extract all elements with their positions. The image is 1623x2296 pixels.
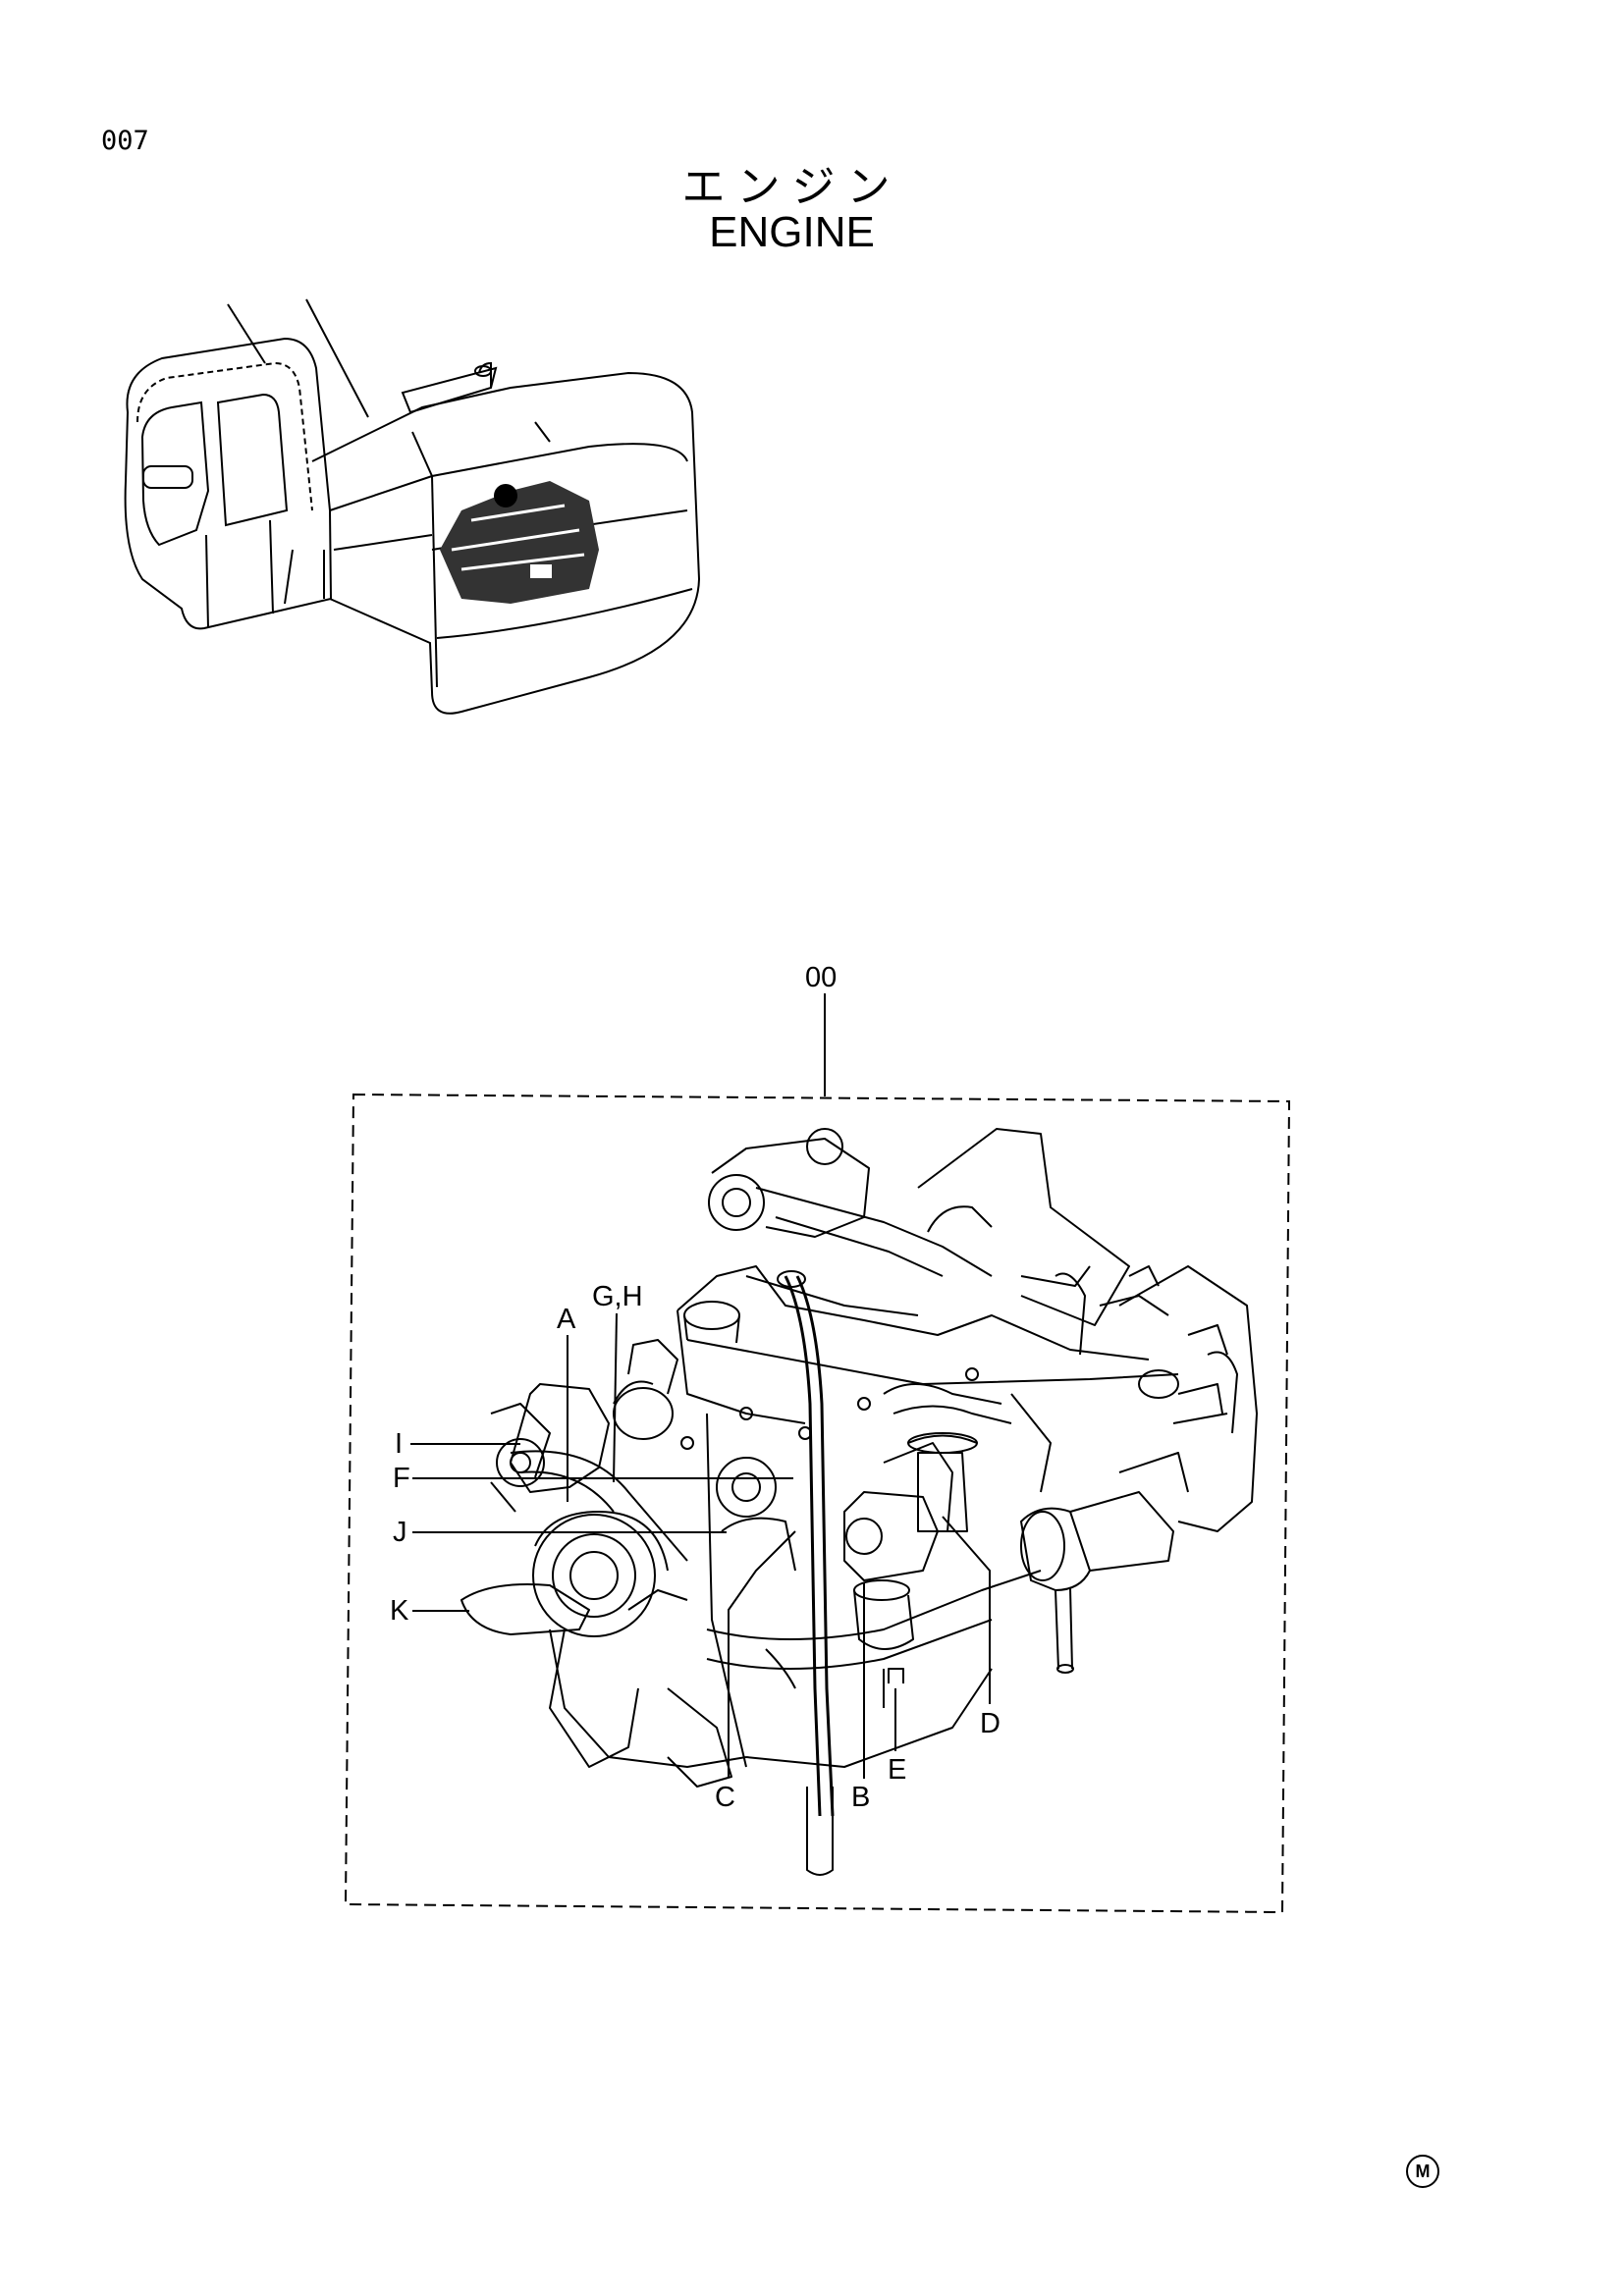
excavator-overview-drawing bbox=[124, 298, 701, 715]
engine-drawing bbox=[460, 1128, 1258, 1876]
callout-g-h-leader bbox=[613, 1312, 618, 1483]
callout-d-leader bbox=[942, 1516, 991, 1704]
callout-d: D bbox=[980, 1708, 1001, 1739]
callout-j: J bbox=[393, 1517, 407, 1548]
page-title-japanese: エンジン bbox=[681, 162, 902, 212]
page-number: 007 bbox=[101, 126, 149, 156]
callout-c-leader bbox=[728, 1530, 796, 1777]
callout-k: K bbox=[390, 1595, 409, 1627]
callout-c: C bbox=[715, 1782, 735, 1813]
callout-a: A bbox=[557, 1304, 576, 1335]
callout-g-h: G,H bbox=[592, 1281, 643, 1312]
assembly-label: 00 bbox=[805, 962, 837, 993]
callouts: A G,H I F J K C B E D bbox=[390, 1281, 1001, 1813]
engine-location-highlight bbox=[440, 481, 599, 604]
page-title: ENGINE bbox=[709, 208, 875, 256]
callout-f: F bbox=[393, 1463, 410, 1494]
assembly-boundary bbox=[344, 1093, 1291, 1914]
callout-b: B bbox=[851, 1782, 870, 1813]
corner-mark: M bbox=[1406, 2155, 1439, 2188]
callout-i: I bbox=[395, 1428, 403, 1460]
callout-e: E bbox=[888, 1754, 906, 1786]
